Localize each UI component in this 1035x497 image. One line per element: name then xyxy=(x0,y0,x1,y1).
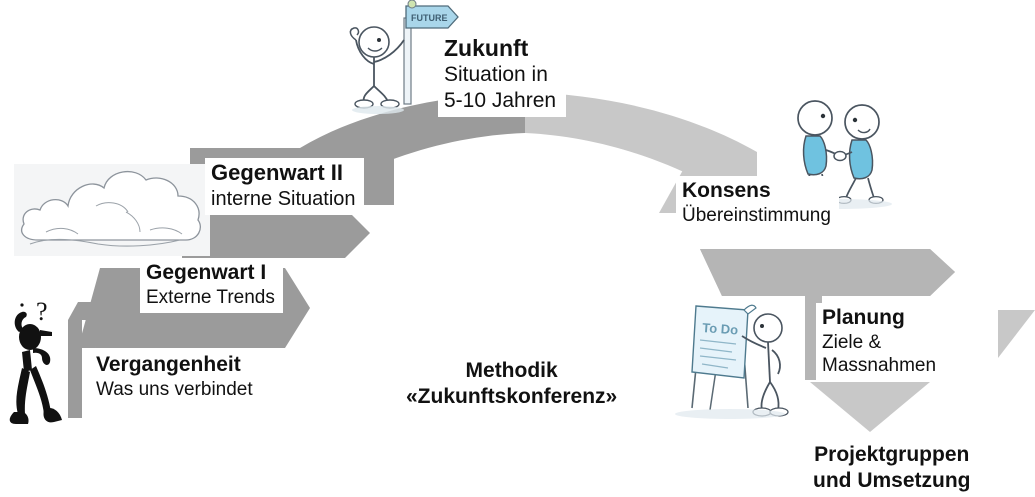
label-projektgruppen-line2: und Umsetzung xyxy=(813,468,971,492)
label-methodik-line1: Methodik xyxy=(465,359,558,382)
label-vergangenheit-sub: Was uns verbindet xyxy=(96,378,253,400)
step-riser-vergangenheit xyxy=(68,320,82,418)
arc-left-dark xyxy=(300,92,525,205)
label-planung-title: Planung xyxy=(822,306,905,329)
svg-text:?: ? xyxy=(36,297,48,326)
label-zukunft-title: Zukunft xyxy=(444,35,529,61)
thinking-person-illustration: ? xyxy=(9,297,62,424)
arrow-down-projektgruppen xyxy=(810,382,930,432)
cloud-illustration xyxy=(14,164,210,256)
arrow-band-gegenwart2 xyxy=(182,208,370,258)
label-zukunft-sub1: Situation in xyxy=(444,63,548,87)
label-planung-sub1: Ziele & xyxy=(822,331,882,353)
label-gegenwart-2-title: Gegenwart II xyxy=(211,160,344,185)
arrow-band-planung-fill xyxy=(700,249,955,296)
step-riser-gegenwart1 xyxy=(78,268,120,348)
label-planung-sub2: Massnahmen xyxy=(822,354,937,376)
future-signpost-person-illustration: FUTURE xyxy=(349,0,459,114)
label-gegenwart-2-sub: interne Situation xyxy=(211,187,356,210)
svg-text:FUTURE: FUTURE xyxy=(411,13,448,23)
arrow-right-tail xyxy=(998,310,1035,358)
label-projektgruppen: Projektgruppen und Umsetzung xyxy=(805,440,979,497)
label-konsens: Konsens Übereinstimmung xyxy=(676,176,839,231)
label-gegenwart-2: Gegenwart II interne Situation xyxy=(205,158,364,216)
flipchart-todo-illustration: To Do xyxy=(675,304,789,419)
label-projektgruppen-line1: Projektgruppen xyxy=(814,443,970,466)
label-methodik-line2: «Zukunftskonferenz» xyxy=(406,384,618,408)
label-gegenwart-1: Gegenwart I Externe Trends xyxy=(140,258,283,313)
label-vergangenheit: Vergangenheit Was uns verbindet xyxy=(90,350,261,405)
label-methodik: Methodik «Zukunftskonferenz» xyxy=(398,356,626,414)
label-zukunft: Zukunft Situation in 5-10 Jahren xyxy=(438,32,567,118)
svg-text:To Do: To Do xyxy=(702,320,739,337)
label-konsens-sub: Übereinstimmung xyxy=(682,204,831,226)
label-gegenwart-1-title: Gegenwart I xyxy=(146,261,267,284)
label-zukunft-sub2: 5-10 Jahren xyxy=(444,88,557,112)
label-planung: Planung Ziele & Massnahmen xyxy=(816,303,945,381)
arc-right-light xyxy=(525,92,757,213)
label-konsens-title: Konsens xyxy=(682,179,771,202)
label-vergangenheit-title: Vergangenheit xyxy=(96,353,241,376)
label-gegenwart-1-sub: Externe Trends xyxy=(146,286,275,308)
